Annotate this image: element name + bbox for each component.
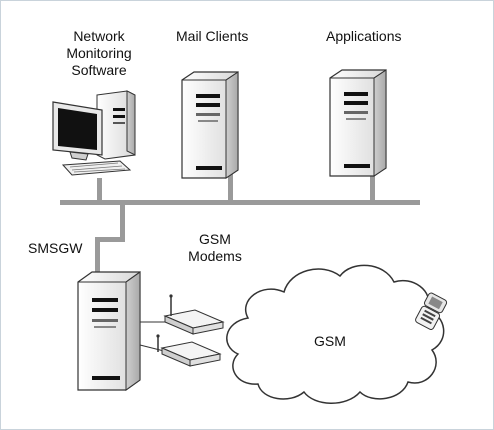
applications-label: Applications — [326, 28, 402, 44]
label-line: Modems — [188, 248, 242, 264]
modem-icon — [156, 334, 222, 367]
server-tower-icon — [181, 71, 239, 179]
modem-icon — [163, 294, 225, 335]
gsm-modems-label: GSM Modems — [180, 231, 250, 265]
label-line: Software — [71, 62, 127, 78]
mobile-phone-icon — [415, 292, 448, 330]
gsm-cloud-label: GSM — [314, 333, 346, 349]
cloud-icon — [226, 264, 445, 404]
mail-clients-label: Mail Clients — [176, 28, 249, 44]
server-tower-icon — [329, 69, 387, 177]
network-backbone — [60, 170, 420, 273]
label-line: Monitoring — [66, 45, 132, 61]
smsgw-label: SMSGW — [28, 240, 83, 256]
label-line: GSM — [199, 231, 231, 247]
network-monitoring-label: Network Monitoring Software — [44, 28, 154, 79]
desktop-computer-icon — [52, 90, 136, 176]
label-line: Network — [73, 28, 125, 44]
server-tower-icon — [77, 271, 141, 391]
